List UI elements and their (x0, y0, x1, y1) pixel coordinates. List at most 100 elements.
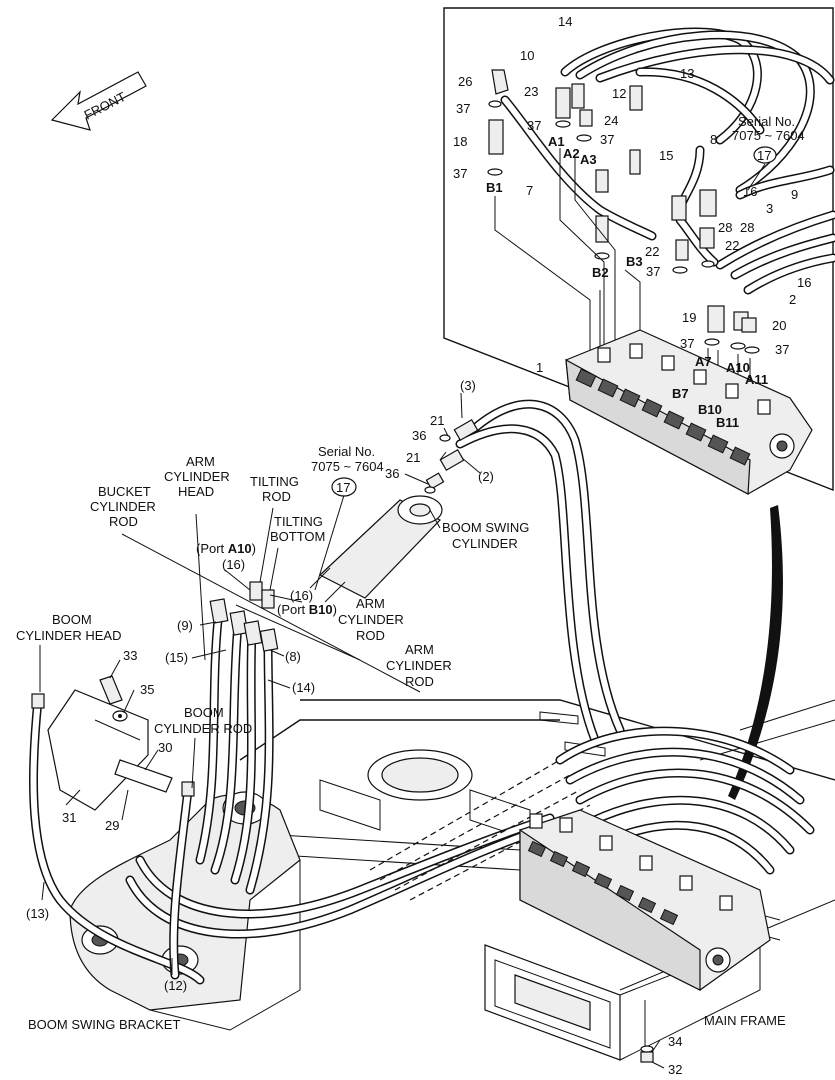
inset-callout: 3 (766, 201, 773, 216)
callout-33: 33 (123, 648, 137, 663)
inset-callout: 7 (526, 183, 533, 198)
callout-2: (2) (478, 469, 494, 484)
caption-arm-cyl-rod-b-3: ROD (405, 674, 434, 689)
callout-21a: 21 (430, 413, 444, 428)
caption-tilting-rod-2: ROD (262, 489, 291, 504)
callout-16a: (16) (222, 557, 245, 572)
callout-15: (15) (165, 650, 188, 665)
inset-callouts: 14 10 13 26 23 12 37 24 37 18 A1 A2 37 A… (453, 14, 811, 430)
caption-tilting-bottom-1: TILTING (274, 514, 323, 529)
inset-control-valve (565, 329, 813, 495)
caption-boom-cyl-rod-2: CYLINDER ROD (154, 721, 252, 736)
inset-callout: 13 (680, 66, 694, 81)
inset-port-label: A11 (745, 372, 768, 387)
inset-callout: 19 (682, 310, 696, 325)
callout-16b: (16) (290, 588, 313, 603)
callout-13: (13) (26, 906, 49, 921)
inset-callout: 12 (612, 86, 626, 101)
callout-8: (8) (285, 649, 301, 664)
caption-boom-cyl-head-2: CYLINDER HEAD (16, 628, 121, 643)
port-a10-label: (Port A10) (196, 541, 256, 556)
callout-14: (14) (292, 680, 315, 695)
inset-callout: 2 (789, 292, 796, 307)
caption-arm-cyl-rod-b-2: CYLINDER (386, 658, 452, 673)
main-captions: BUCKET CYLINDER ROD ARM CYLINDER HEAD TI… (16, 454, 786, 1032)
callout-34: 34 (668, 1034, 682, 1049)
inset-leader (728, 505, 783, 800)
caption-main-frame: MAIN FRAME (704, 1013, 786, 1028)
inset-callout: 37 (456, 101, 470, 116)
inset-port-label: B7 (672, 386, 689, 401)
inset-port-label: B11 (716, 415, 739, 430)
main-serial-line2: 7075 ~ 7604 (311, 459, 384, 474)
inset-callout: 20 (772, 318, 786, 333)
main-leader-lines (39, 392, 665, 1069)
inset-port-label: B1 (486, 180, 503, 195)
caption-bucket-cyl-rod-1: BUCKET (98, 484, 151, 499)
inset-serial-ref-circle (753, 146, 777, 164)
inset-serial-line2: 7075 ~ 7604 (732, 128, 805, 143)
main-serial-line1: Serial No. (318, 444, 375, 459)
caption-boom-swing-bracket: BOOM SWING BRACKET (28, 1017, 180, 1032)
inset-serial-note: Serial No. 7075 ~ 7604 17 (732, 114, 805, 191)
caption-arm-cyl-head-1: ARM (186, 454, 215, 469)
inset-callout: 14 (558, 14, 572, 29)
inset-callout: 9 (791, 187, 798, 202)
main-control-valve (519, 809, 771, 991)
callout-3: (3) (460, 378, 476, 393)
callout-9: (9) (177, 618, 193, 633)
caption-bucket-cyl-rod-3: ROD (109, 514, 138, 529)
main-callouts: (3) 21 36 21 36 (2) (16) (16) (9) (15) (… (26, 378, 682, 1077)
main-serial-ref: 17 (336, 480, 350, 495)
inset-callout: 22 (725, 238, 739, 253)
inset-callout: 1 (536, 360, 543, 375)
inset-port-label: B2 (592, 265, 609, 280)
inset-callout: 37 (646, 264, 660, 279)
inset-serial-ref: 17 (757, 148, 771, 163)
inset-callout: 16 (797, 275, 811, 290)
inset-port-label: A1 (548, 134, 565, 149)
callout-30: 30 (158, 740, 172, 755)
caption-boom-cyl-rod-1: BOOM (184, 705, 224, 720)
inset-callout: 26 (458, 74, 472, 89)
callout-31: 31 (62, 810, 76, 825)
inset-callout: 10 (520, 48, 534, 63)
inset-port-label: A10 (726, 360, 750, 375)
inset-callout: 28 (740, 220, 754, 235)
caption-tilting-bottom-2: BOTTOM (270, 529, 325, 544)
inset-callout: 8 (710, 132, 717, 147)
inset-port-label: A7 (695, 354, 712, 369)
inset-callout: 24 (604, 113, 618, 128)
caption-arm-cyl-head-2: CYLINDER (164, 469, 230, 484)
inset-callout: 37 (680, 336, 694, 351)
inset-callout: 37 (527, 118, 541, 133)
bracket-plate-31 (47, 675, 173, 811)
caption-arm-cyl-rod-a-3: ROD (356, 628, 385, 643)
inset-callout: 18 (453, 134, 467, 149)
main-serial-note: Serial No. 7075 ~ 7604 17 (311, 444, 384, 497)
boom-swing-cylinder (309, 495, 443, 603)
inset-port-label: A3 (580, 152, 597, 167)
hose-end-fittings (31, 418, 479, 797)
caption-arm-cyl-rod-a-1: ARM (356, 596, 385, 611)
inset-callout: 37 (453, 166, 467, 181)
inset-port-label: A2 (563, 146, 580, 161)
caption-arm-cyl-rod-a-2: CYLINDER (338, 612, 404, 627)
callout-12: (12) (164, 978, 187, 993)
front-arrow: FRONT (50, 71, 147, 131)
caption-boom-swing-cyl-1: BOOM SWING (442, 520, 529, 535)
caption-boom-cyl-head-1: BOOM (52, 612, 92, 627)
inset-port-label: B10 (698, 402, 722, 417)
callout-29: 29 (105, 818, 119, 833)
inset-callout: 16 (743, 184, 757, 199)
caption-tilting-rod-1: TILTING (250, 474, 299, 489)
callout-36a: 36 (412, 428, 426, 443)
callout-36b: 36 (385, 466, 399, 481)
inset-detail: Serial No. 7075 ~ 7604 17 14 10 13 26 23… (443, 7, 835, 800)
inset-callout: 22 (645, 244, 659, 259)
callout-21b: 21 (406, 450, 420, 465)
caption-arm-cyl-rod-b-1: ARM (405, 642, 434, 657)
callout-35: 35 (140, 682, 154, 697)
inset-callout: 15 (659, 148, 673, 163)
